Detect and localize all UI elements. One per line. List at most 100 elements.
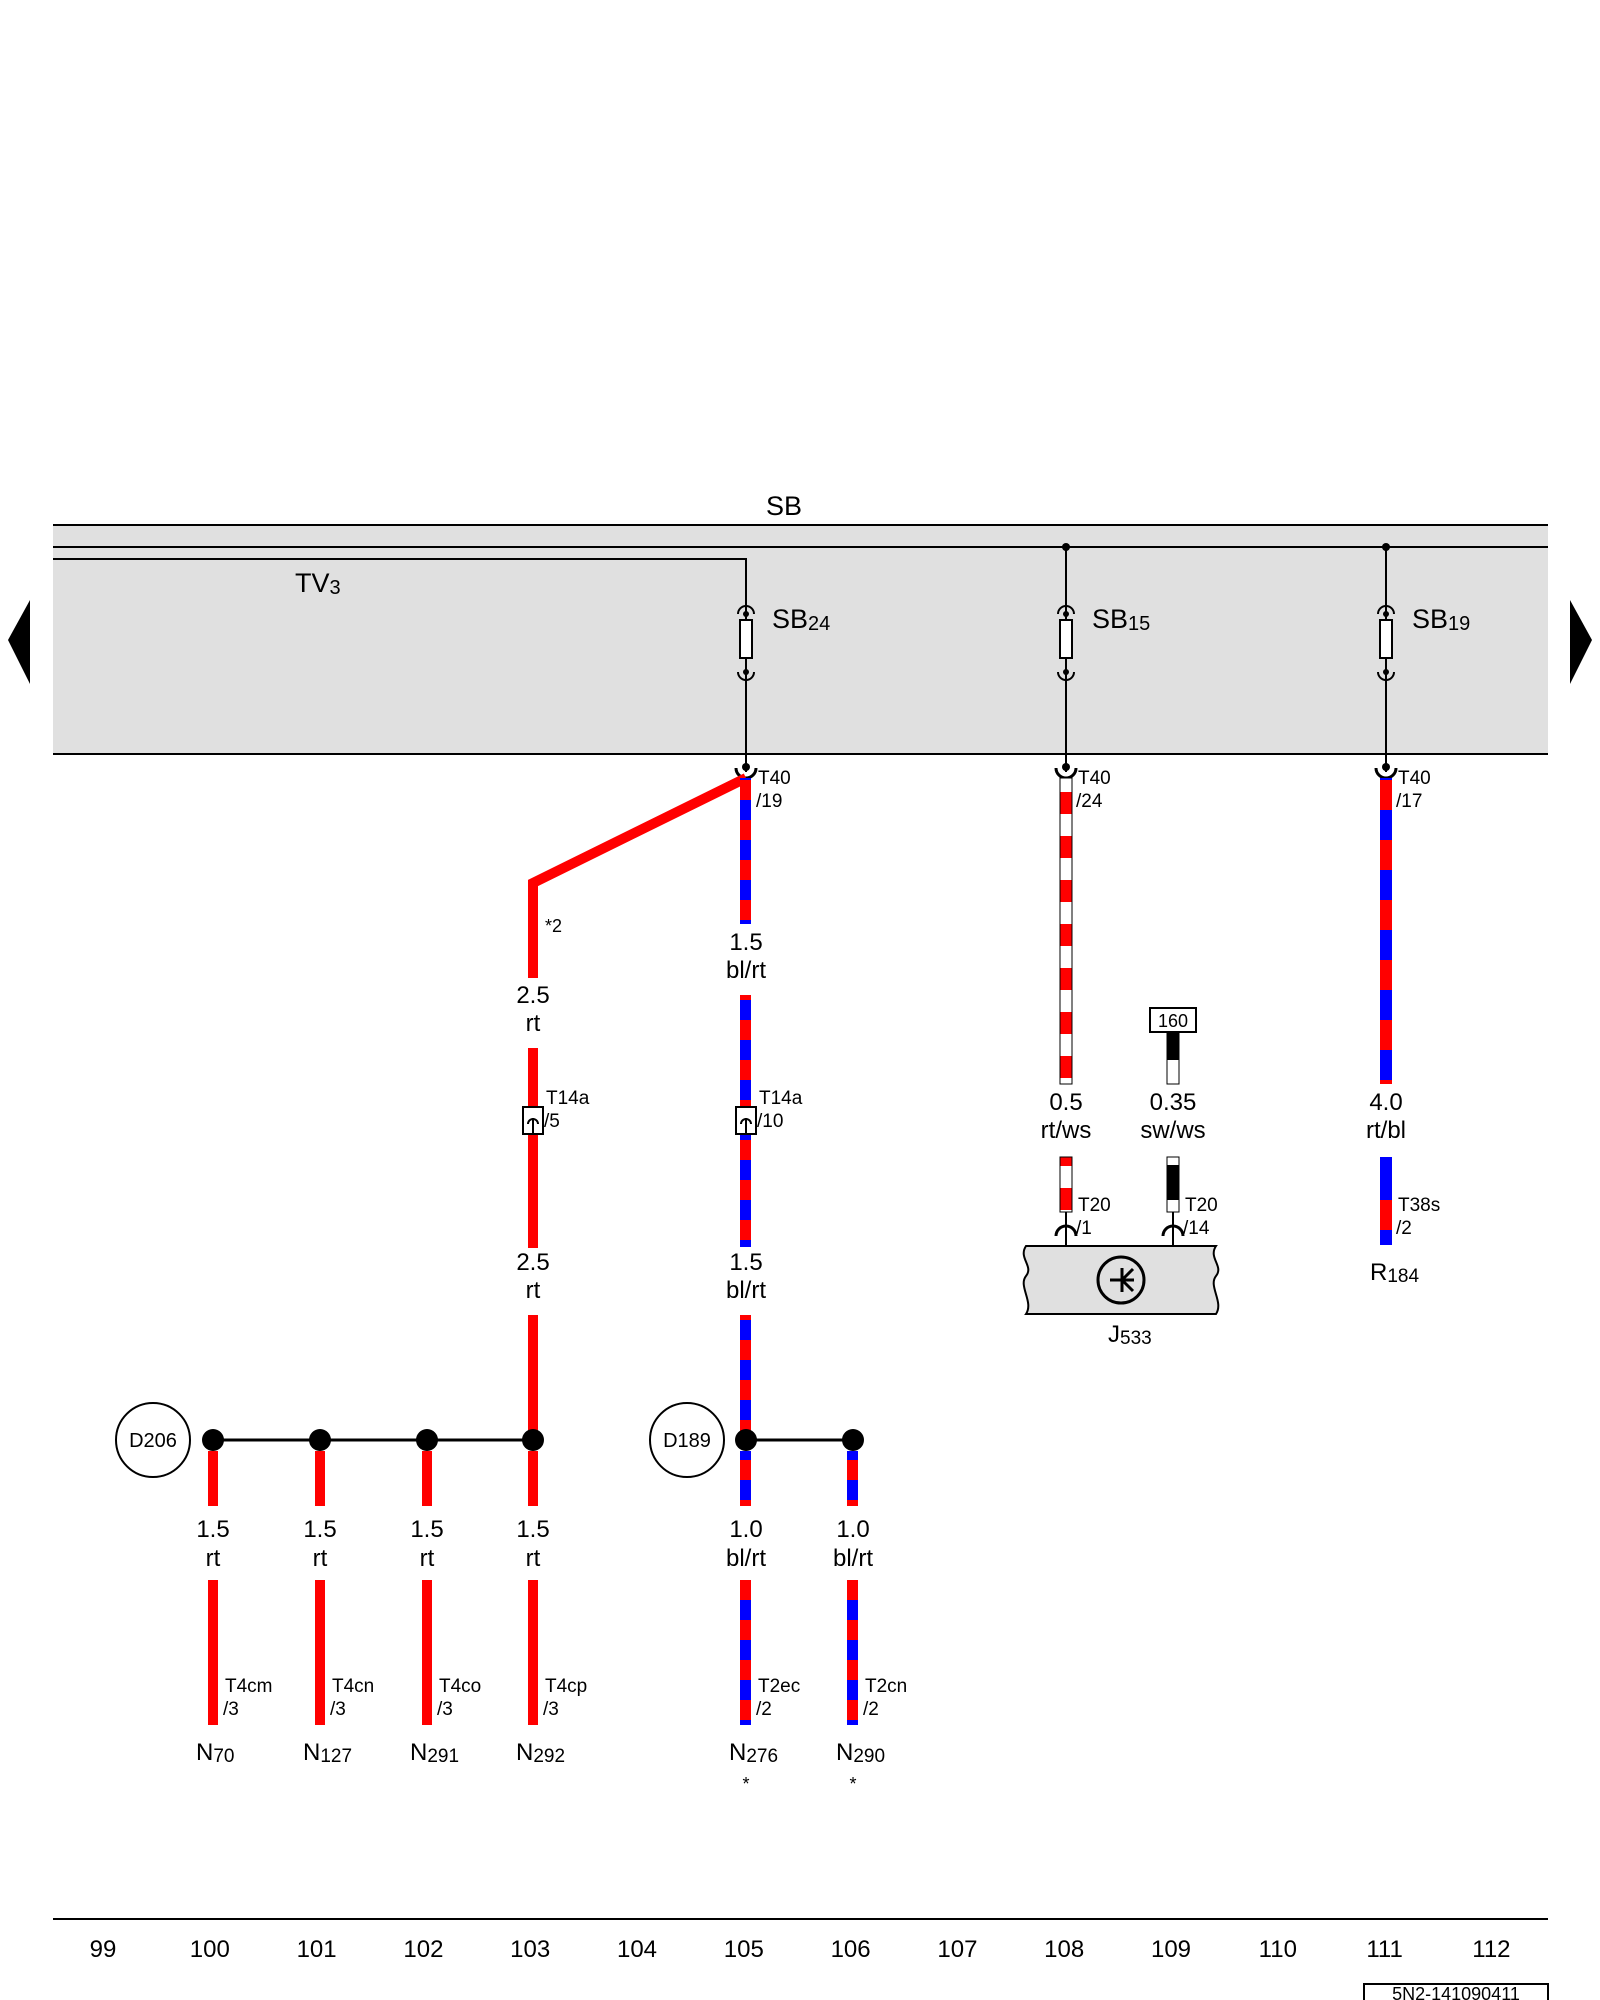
tv3-label: TV3 — [295, 568, 341, 599]
wire-102-size: 1.5 — [410, 1516, 443, 1543]
wire-103-bot-size: 1.5 — [516, 1516, 549, 1543]
connector-t2ec-label: T2ec — [758, 1676, 800, 1697]
wire-105-top-color: bl/rt — [726, 957, 766, 984]
wire-103-diagonal — [528, 773, 749, 978]
wire-101-color: rt — [313, 1545, 328, 1572]
column-number: 106 — [831, 1936, 871, 1963]
fuse-sb15 — [1057, 543, 1075, 772]
reference-box[interactable] — [1149, 1007, 1197, 1033]
connector-t40-24-label: T40 — [1078, 768, 1111, 789]
column-number: 101 — [297, 1936, 337, 1963]
control-unit-j533-label: J533 — [1108, 1321, 1152, 1349]
connector-t4cp-pin: /3 — [543, 1699, 559, 1720]
fuse-sb19-label: SB19 — [1412, 604, 1470, 635]
wire-103-segment-3 — [528, 1315, 538, 1439]
node-102 — [416, 1429, 438, 1451]
column-number: 110 — [1259, 1936, 1297, 1963]
connector-t14a-10-pin: /10 — [757, 1111, 783, 1132]
connector-t2cn-label: T2cn — [865, 1676, 907, 1697]
footnote-2: *2 — [545, 916, 562, 936]
component-n290-label: N290 — [836, 1739, 885, 1767]
node-101 — [309, 1429, 331, 1451]
wire-100-color: rt — [206, 1545, 221, 1572]
wire-103-bot-color: rt — [526, 1545, 541, 1572]
branch-105 — [740, 1451, 751, 1725]
wire-106-size: 1.0 — [836, 1516, 869, 1543]
wire-111-color: rt/bl — [1366, 1117, 1406, 1144]
node-100 — [202, 1429, 224, 1451]
connector-t4cn-pin: /3 — [330, 1699, 346, 1720]
wire-103-mid-size: 2.5 — [516, 1249, 549, 1276]
fuse-sb24 — [737, 604, 755, 772]
connector-t40-19-label: T40 — [758, 768, 791, 789]
wire-103-segment-2 — [528, 1048, 538, 1248]
component-n292-label: N292 — [516, 1739, 565, 1767]
connector-t4cp-label: T4cp — [545, 1676, 587, 1697]
column-number: 109 — [1151, 1936, 1191, 1963]
prev-page-arrow-icon[interactable] — [8, 600, 30, 684]
wire-109-color: sw/ws — [1140, 1117, 1205, 1144]
wire-105-mid-color: bl/rt — [726, 1277, 766, 1304]
column-number: 100 — [190, 1936, 230, 1963]
component-n70-label: N70 — [196, 1739, 234, 1767]
connector-t4cn-label: T4cn — [332, 1676, 374, 1697]
branch-106 — [847, 1451, 858, 1725]
connector-t2ec-pin: /2 — [756, 1699, 772, 1720]
connector-t4co-pin: /3 — [437, 1699, 453, 1720]
connector-t14a-10-label: T14a — [759, 1088, 803, 1109]
connector-t20-1-label: T20 — [1078, 1195, 1111, 1216]
diagram-id: 5N2-141090411 — [1392, 1984, 1520, 2000]
connector-t38s-2-label: T38s — [1398, 1195, 1440, 1216]
component-n276-mark: * — [742, 1774, 749, 1794]
component-n290-mark: * — [849, 1774, 856, 1794]
wire-101-size: 1.5 — [303, 1516, 336, 1543]
connector-t14a-5-pin: /5 — [544, 1111, 560, 1132]
connector-t20-1-pin: /1 — [1076, 1218, 1092, 1239]
can-bus-symbol-icon — [1096, 1255, 1146, 1305]
splice-d189 — [649, 1402, 725, 1478]
wire-108-segment-1 — [1059, 777, 1073, 1085]
splice-d206-label: D206 — [129, 1430, 177, 1452]
next-page-arrow-icon[interactable] — [1570, 600, 1592, 684]
wire-111-size: 4.0 — [1369, 1089, 1402, 1116]
connector-t14a-10-icon — [735, 1106, 757, 1135]
column-number: 111 — [1366, 1936, 1402, 1963]
node-106 — [842, 1429, 864, 1451]
connector-t40-17-label: T40 — [1398, 768, 1431, 789]
fuse-sb15-label: SB15 — [1092, 604, 1150, 635]
wire-102-color: rt — [420, 1545, 435, 1572]
tv3-line — [53, 558, 747, 604]
fuse-sb19 — [1377, 543, 1395, 772]
reference-box-label: 160 — [1158, 1011, 1188, 1031]
connector-t40-17-pin: /17 — [1396, 791, 1422, 812]
branch-100 — [208, 1451, 218, 1725]
component-r184-label: R184 — [1370, 1259, 1419, 1287]
branch-102 — [422, 1451, 432, 1725]
wire-105-segment-1 — [740, 778, 751, 924]
component-n127-label: N127 — [303, 1739, 352, 1767]
connector-t38s-2-pin: /2 — [1396, 1218, 1412, 1239]
connector-t20-14-pin: /14 — [1183, 1218, 1210, 1239]
wire-108-color: rt/ws — [1041, 1117, 1092, 1144]
wire-105-top-size: 1.5 — [729, 929, 762, 956]
wire-106-color: bl/rt — [833, 1545, 873, 1572]
column-number: 112 — [1472, 1936, 1510, 1963]
component-n291-label: N291 — [410, 1739, 459, 1767]
column-number: 105 — [724, 1936, 764, 1963]
wire-103-top-size: 2.5 — [516, 982, 549, 1009]
wire-111-segment-1 — [1380, 778, 1392, 1084]
branch-101 — [315, 1451, 325, 1725]
wire-105-bot-color: bl/rt — [726, 1545, 766, 1572]
fuse-sb24-label: SB24 — [772, 604, 830, 635]
wire-105-segment-3 — [740, 1315, 751, 1439]
splice-d189-label: D189 — [663, 1430, 711, 1452]
column-number: 103 — [510, 1936, 550, 1963]
column-number: 107 — [937, 1936, 977, 1963]
connector-t14a-5-label: T14a — [546, 1088, 590, 1109]
splice-d206 — [115, 1402, 191, 1478]
column-number: 108 — [1044, 1936, 1084, 1963]
connector-t4co-label: T4co — [439, 1676, 481, 1697]
connector-t20-14-label: T20 — [1185, 1195, 1218, 1216]
